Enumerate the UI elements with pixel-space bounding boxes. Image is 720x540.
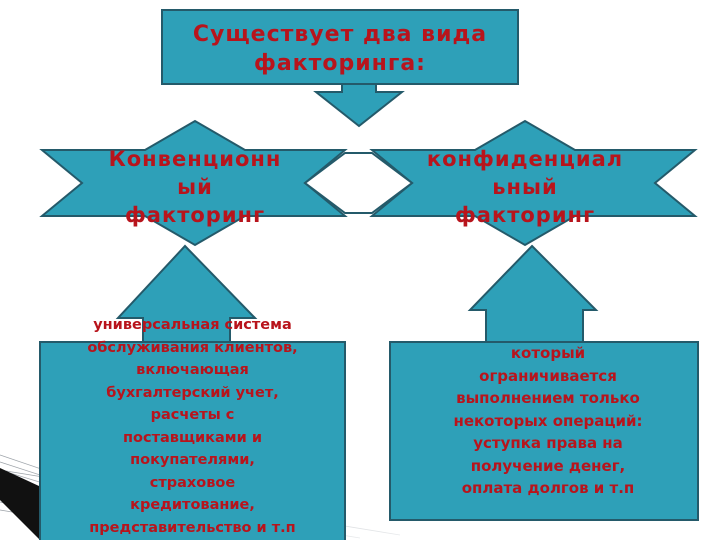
title-down-arrow — [313, 83, 405, 128]
left-description-box — [39, 341, 346, 540]
left-node-label: Конвенционн ый факторинг — [108, 147, 282, 227]
left-description-text: универсальная система обслуживания клиен… — [87, 317, 298, 536]
title-box — [161, 9, 519, 85]
left-node-shape — [39, 119, 348, 247]
right-description-box — [389, 341, 699, 521]
diagram-title: Существует два вида факторинга: — [192, 22, 488, 76]
right-description-text: который ограничивается выполнением тольк… — [453, 344, 643, 497]
connector-double-arrow — [303, 152, 414, 214]
right-node-shape — [369, 119, 698, 247]
right-node-label: конфиденциал ьный факторинг — [426, 147, 624, 227]
right-up-arrow — [467, 244, 599, 346]
